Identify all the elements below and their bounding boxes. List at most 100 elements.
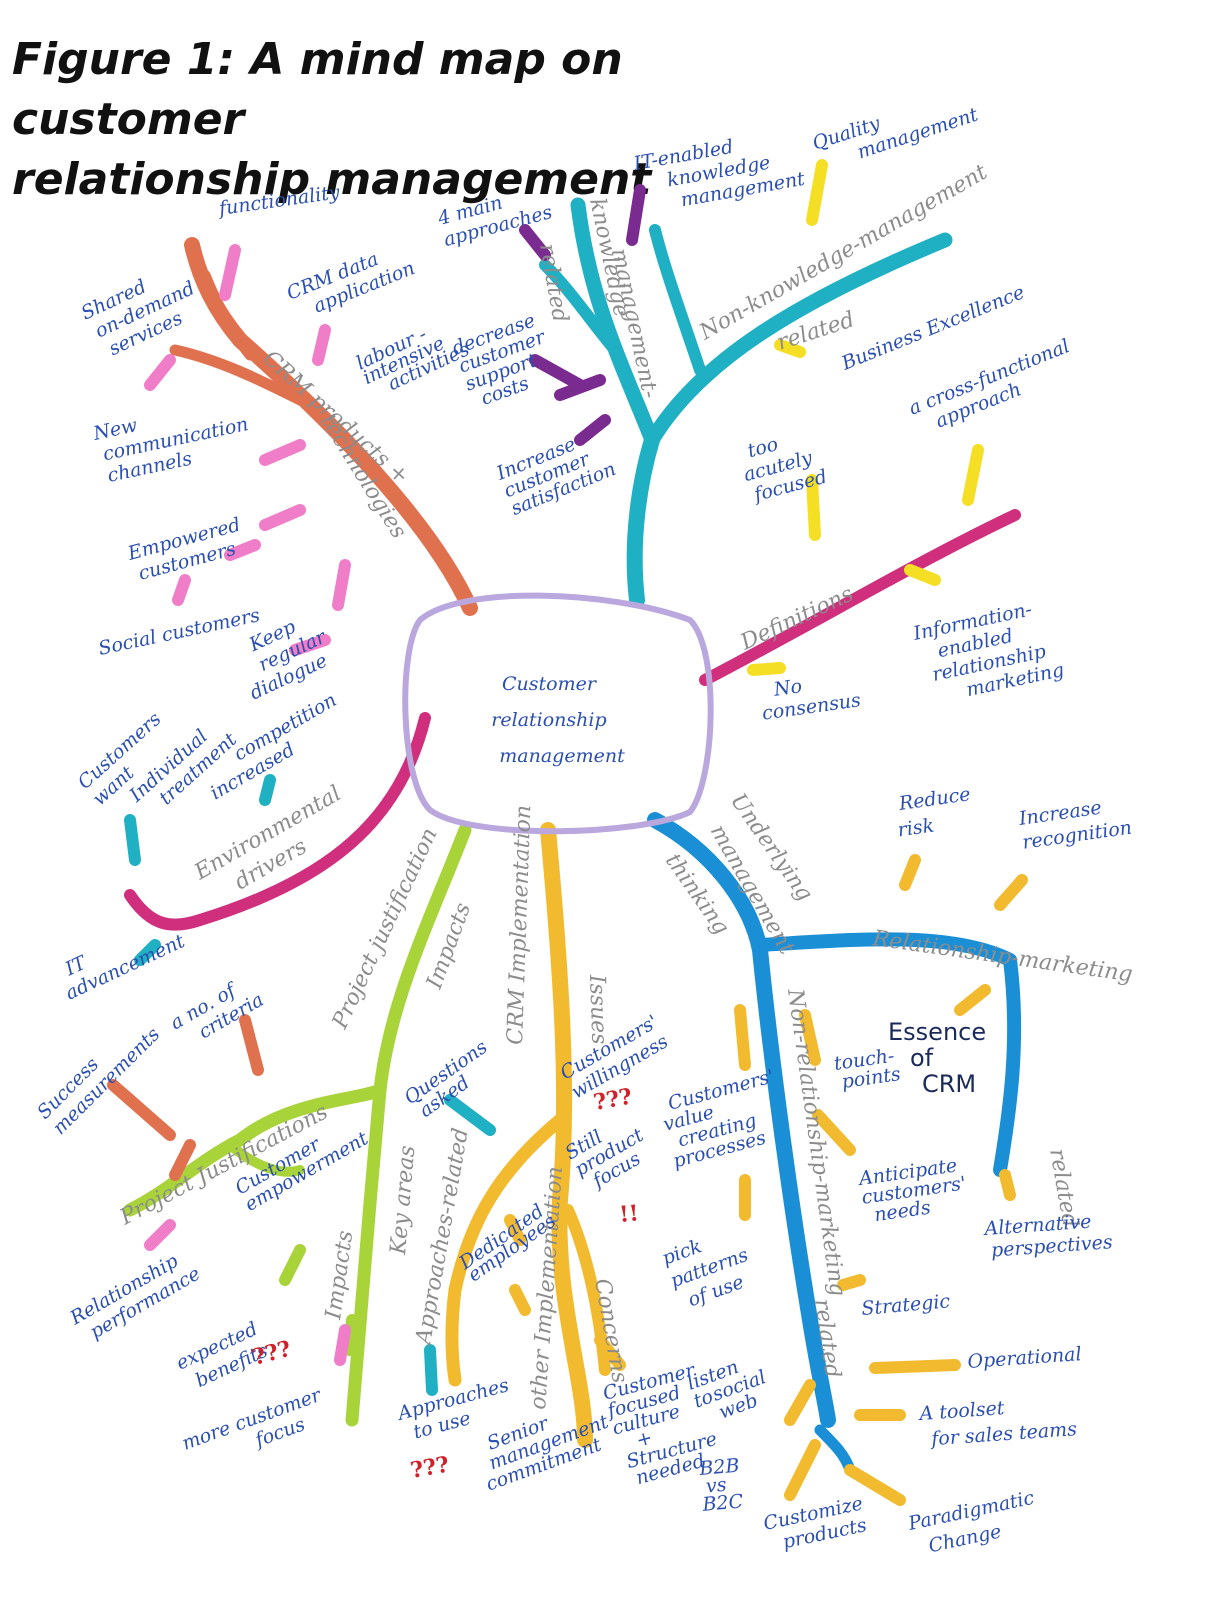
crayon-dash (134, 939, 161, 966)
branch-lines (123, 197, 1022, 1476)
essence-of-crm: of (910, 1044, 934, 1072)
lime-twig (225, 1140, 305, 1177)
leaf-customer-focused: + (634, 1426, 655, 1451)
svg-text:functionality: functionality (216, 181, 342, 220)
crm-products-twig (199, 269, 256, 361)
svg-text:Empowered customers: Empowered customers (125, 512, 255, 586)
essence-of-crm: Essence (888, 1018, 986, 1046)
crayon-dash (224, 539, 261, 561)
svg-text:Alternative perspectives: Alternative perspectives (982, 1209, 1114, 1262)
svg-text:Relationship performance: Relationship performance (66, 1244, 204, 1349)
project-justification-branch (123, 823, 472, 1217)
figure-title: Figure 1: A mind map on customer relatio… (12, 30, 832, 210)
svg-text:touch- points: touch- points (833, 1044, 905, 1094)
crayon-dash (806, 474, 821, 541)
svg-text:Still product focu: Still product focus (562, 1105, 663, 1198)
branch-label-relationship-marketing: Relationship-marketing (870, 926, 1134, 987)
svg-text:more customer focus: more customer focus (179, 1382, 337, 1475)
impacts-lower-branch (345, 1083, 387, 1427)
crayon-dash (574, 414, 611, 446)
crayon-dash (747, 662, 786, 676)
crayon-dash (799, 1009, 821, 1066)
crayon-dash (144, 1219, 176, 1251)
leaf-value-creating: Customers' (666, 1065, 777, 1114)
crayon-dash (784, 1379, 816, 1426)
svg-text:Reduce risk: Reduce risk (893, 782, 982, 841)
svg-text:management-: management- (606, 246, 662, 401)
svg-text:B2B vs B2C: B2B vs B2C (698, 1454, 750, 1516)
crayon-marks (107, 159, 1028, 1506)
crayon-dash (899, 854, 921, 891)
crayon-dash (554, 374, 606, 401)
svg-text:Quality management: Quality management (810, 83, 981, 176)
crayon-dash (504, 1214, 526, 1246)
svg-text:IT-enabled knowledge: IT-enabled knowledge management (631, 124, 807, 218)
svg-text:Questions asked: Questions asked (400, 1033, 507, 1125)
knowledge-branch (570, 197, 660, 448)
center-node: Customer relationship management (402, 592, 714, 835)
environmental-branch (124, 712, 431, 931)
crayon-dash (774, 339, 806, 358)
crayon-dash (344, 1314, 358, 1356)
crayon-dash (334, 1324, 351, 1366)
crayon-dash (954, 984, 991, 1016)
leaf-b2b: B2B (698, 1455, 741, 1480)
non-knowledge-branch (644, 232, 953, 448)
figure-title-line1: Figure 1: A mind map on customer (12, 34, 623, 145)
svg-text:a cross-functional appro: a cross-functional approach (906, 333, 1087, 440)
svg-text:Information- enabled: Information- enabled relationship market… (910, 594, 1066, 709)
leaf-toolset: A toolset (917, 1397, 1006, 1425)
svg-text:???: ??? (250, 1336, 294, 1371)
leaf-strategic: Strategic (861, 1290, 952, 1320)
svg-text:Customers want Ind: Customers want Individual treatment (74, 679, 242, 842)
svg-text:Relationship-marketing: Relationship-marketing (870, 926, 1134, 987)
crayon-dash (999, 1169, 1016, 1201)
crayon-dash (529, 354, 586, 391)
crayon-dash (239, 1014, 264, 1076)
crayon-dash (144, 354, 176, 391)
crayon-dash (219, 244, 241, 301)
crayon-dash (837, 1274, 866, 1291)
crayon-dash (594, 1334, 626, 1371)
crayon-dash (509, 1284, 531, 1316)
svg-text:listen to social: listen to social web (684, 1346, 781, 1430)
exclamation-marks: !! (618, 1200, 640, 1228)
svg-text:Strategic: Strategic (861, 1290, 952, 1320)
svg-text:CRM data application: CRM data application (284, 237, 418, 325)
leaf-b2b: vs (705, 1474, 728, 1498)
center-label-line: relationship (491, 709, 606, 731)
underlying-trunk (647, 812, 836, 1428)
crayon-dash (172, 574, 191, 606)
svg-text:???: ??? (409, 1452, 452, 1484)
svg-text:Operational: Operational (967, 1343, 1082, 1373)
crayon-dash (169, 1139, 196, 1181)
crayon-dash (734, 1004, 751, 1071)
question-marks: ??? (409, 1452, 452, 1484)
svg-text:Customize products: Customize products (761, 1491, 875, 1556)
branch-label-management: management- (606, 246, 662, 401)
leaf-reduce-risk: Reduce (897, 783, 972, 815)
crayon-dash (259, 439, 306, 466)
svg-text:???: ??? (592, 1084, 635, 1116)
svg-text:pick patterns of u: pick patterns of use (659, 1219, 765, 1315)
leaf-more-customer-focus: more customer (179, 1383, 325, 1454)
relationship-marketing-branch (753, 932, 1022, 1177)
branch-label-key-areas: Key areas (386, 1144, 421, 1256)
leaf-reduce-risk: risk (896, 815, 935, 842)
leaf-b2b: B2C (701, 1490, 745, 1516)
leaf-toolset: for sales teams (929, 1418, 1078, 1450)
crm-products-twig (169, 344, 306, 406)
definitions-branch (699, 509, 1021, 686)
crayon-dash (259, 774, 276, 806)
essence-of-crm: CRM (922, 1070, 976, 1098)
leaf-functionality: functionality (216, 181, 342, 220)
svg-text:Customer relationship: Customer relationship management (491, 673, 625, 767)
crayon-dash (259, 504, 306, 531)
svg-text:CRM Implementation: CRM Implementation (503, 805, 536, 1046)
branch-label-definitions: Definitions (736, 582, 857, 656)
svg-text:!!: !! (618, 1200, 640, 1228)
svg-text:too acutely focuse: too acutely focused (736, 423, 830, 507)
crayon-dash (424, 1344, 438, 1396)
svg-text:related: related (534, 242, 572, 325)
